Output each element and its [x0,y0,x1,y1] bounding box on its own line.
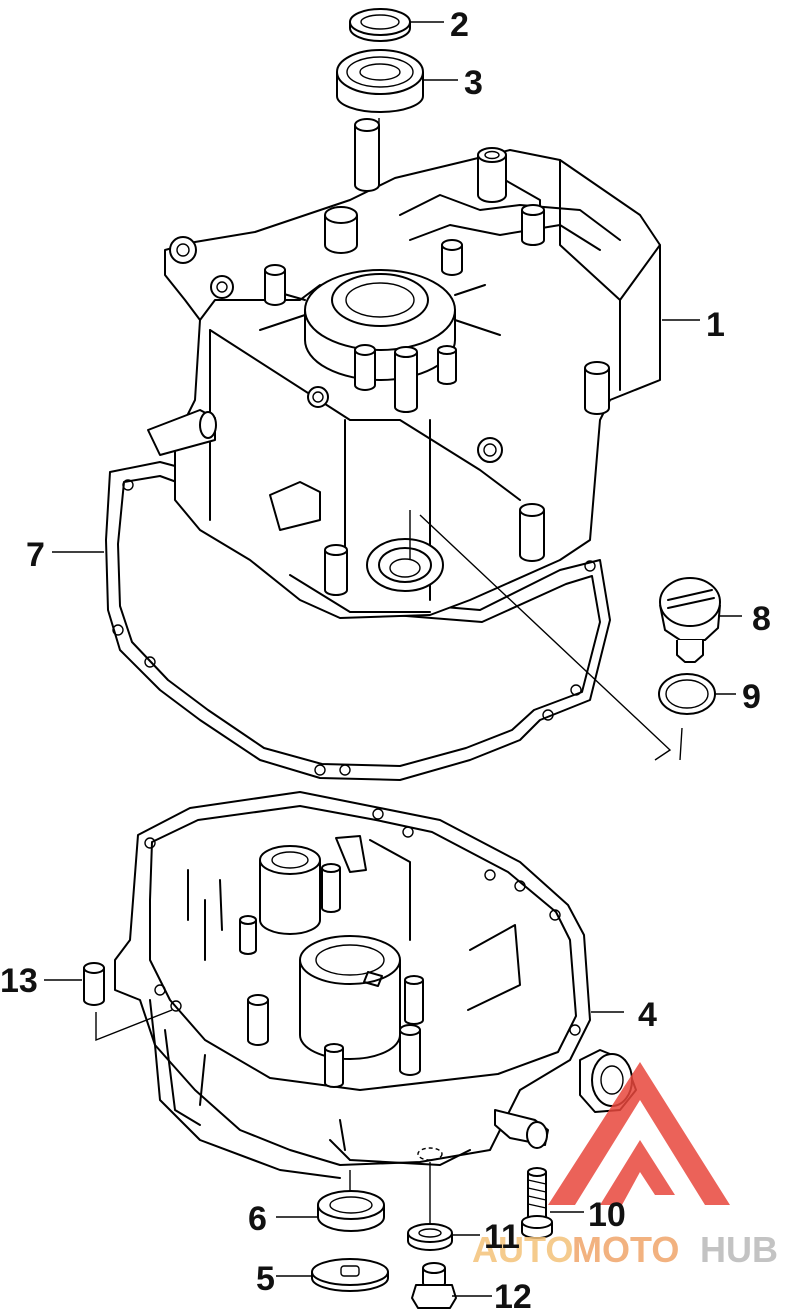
watermark-word-hub: HUB [700,1229,778,1270]
callout-6: 6 [248,1200,267,1238]
callout-3: 3 [464,64,483,102]
watermark-triangle [548,1062,730,1205]
callout-2: 2 [450,6,469,44]
part-4-sump-cover [114,791,637,1179]
callout-labels: 2 3 1 7 8 9 4 13 6 5 10 11 12 [0,6,771,1313]
part-6-oil-seal [317,1190,385,1232]
part-10-bolt [521,1167,553,1239]
callout-7: 7 [26,536,45,574]
callout-11: 11 [484,1218,520,1256]
callout-4: 4 [638,996,657,1034]
part-11-washer [407,1223,453,1251]
part-3-bearing [336,49,424,113]
watermark-word-moto: MOTO [572,1229,679,1270]
callout-10: 10 [588,1196,626,1234]
automotohub-watermark: AUTO MOTO HUB [472,1062,778,1270]
callout-5: 5 [256,1260,275,1298]
leader-lines [44,21,742,1297]
part-8-oil-plug [659,577,721,663]
part-12-drain-plug [411,1262,457,1309]
part-5-cap [311,1258,389,1292]
part-9-o-ring [658,673,716,715]
callout-13: 13 [0,962,38,1000]
callout-8: 8 [752,600,771,638]
watermark-inner-mark [600,1140,675,1205]
part-1-crankcase [147,118,661,619]
callout-1: 1 [706,306,725,344]
callout-9: 9 [742,678,761,716]
callout-12: 12 [494,1278,532,1313]
part-2-oil-seal [349,8,411,42]
part-13-dowel-pin [83,962,173,1042]
watermark-word-auto: AUTO [472,1229,573,1270]
